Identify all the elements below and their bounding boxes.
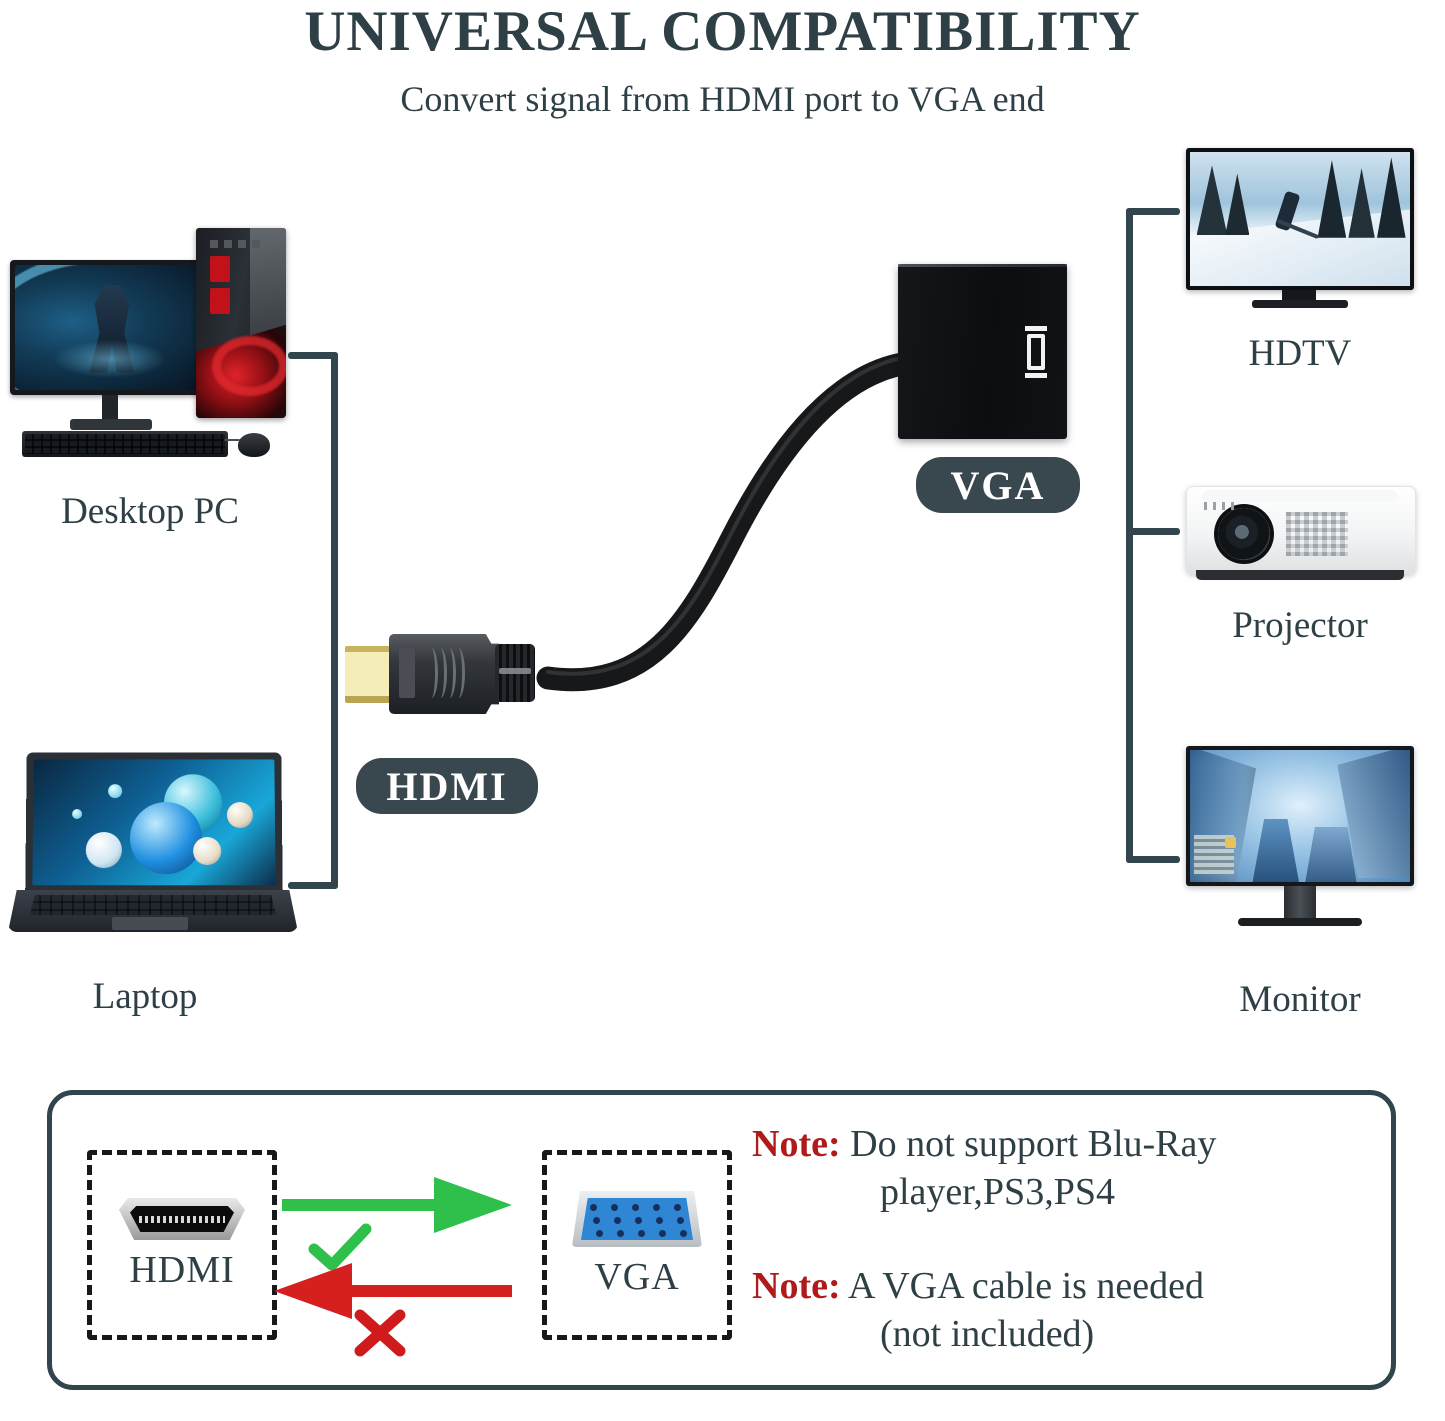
desktop-monitor: [10, 260, 210, 395]
hdmi-plug-ridges: [425, 648, 465, 698]
keyboard-icon: [22, 431, 228, 457]
hdmi-port-box: HDMI: [87, 1150, 277, 1340]
vga-port-box: VGA: [542, 1150, 732, 1340]
vga-pin: [674, 1204, 681, 1211]
hdmi-plug-strain-relief: [495, 644, 535, 702]
projector-icon: [1186, 478, 1416, 590]
note-1-text-1: Do not support Blu-Ray: [850, 1123, 1217, 1165]
note-2-line-1: Note: A VGA cable is needed: [752, 1263, 1204, 1309]
vga-pin: [680, 1230, 687, 1237]
note-1-line-1: Note: Do not support Blu-Ray: [752, 1121, 1216, 1167]
desktop-monitor-screen: [15, 265, 205, 390]
bubble-decor: [71, 809, 82, 820]
vga-pin: [632, 1204, 639, 1211]
desktop-pc-label: Desktop PC: [61, 491, 239, 532]
building-decor: [1251, 818, 1300, 882]
note-2-text-1: A VGA cable is needed: [848, 1265, 1205, 1307]
bubble-decor: [85, 832, 123, 869]
tower-red-accent-top: [210, 256, 230, 282]
vga-pin: [611, 1204, 618, 1211]
desktop-tower-case: [196, 228, 286, 418]
bubble-decor: [129, 801, 203, 874]
vga-female-port-icon: [572, 1191, 702, 1247]
projector-vents: [1286, 512, 1348, 556]
laptop-lid: [25, 752, 283, 893]
vga-badge: VGA: [916, 457, 1080, 513]
page-subtitle: Convert signal from HDMI port to VGA end: [400, 79, 1045, 119]
tower-red-accent-bottom: [210, 288, 230, 314]
vga-pin: [656, 1217, 663, 1224]
desktop-monitor-base: [70, 419, 152, 430]
hdmi-cable: [536, 352, 914, 692]
screen-glow-decor: [53, 340, 167, 378]
hdmi-plug-inset: [399, 648, 415, 698]
projector-label: Projector: [1232, 605, 1368, 646]
hdmi-port-caption: HDMI: [129, 1249, 235, 1291]
laptop-screen: [32, 759, 276, 886]
hdmi-plug-contacts: [345, 646, 395, 703]
laptop-label: Laptop: [92, 976, 198, 1017]
laptop-trackpad: [112, 917, 188, 930]
monitor-icon: [1186, 746, 1414, 936]
vga-pin: [617, 1230, 624, 1237]
note-1-line-2: player,PS3,PS4: [880, 1171, 1115, 1213]
tower-ring-decor: [212, 336, 286, 396]
hdmi-badge: HDMI: [356, 758, 538, 814]
vga-pin: [638, 1230, 645, 1237]
tower-front-vents: [210, 240, 265, 248]
building-decor: [1304, 826, 1358, 882]
cross-mark-icon: [354, 1309, 406, 1357]
vga-pin: [596, 1230, 603, 1237]
adapter-top-highlight: [898, 264, 1067, 267]
mouse-icon: [224, 433, 270, 457]
monitor-label: Monitor: [1239, 979, 1361, 1020]
laptop-icon: [8, 752, 298, 937]
vga-pin: [653, 1204, 660, 1211]
hdmi-plug-icon: [345, 620, 555, 725]
vga-pin: [614, 1217, 621, 1224]
vga-pin: [659, 1230, 666, 1237]
hdtv-label: HDTV: [1248, 333, 1352, 374]
bubble-decor: [192, 837, 221, 866]
note-panel: HDMI VGA Note: Do not support Blu-Ray pl…: [47, 1090, 1396, 1390]
bubble-decor: [108, 784, 123, 799]
hdmi-to-vga-adapter: [898, 264, 1067, 439]
laptop-keyboard: [30, 895, 276, 915]
bubble-decor: [226, 801, 253, 828]
vga-port-icon: [1025, 326, 1047, 378]
hdmi-plug-body: [389, 634, 499, 714]
desktop-monitor-neck: [102, 395, 118, 421]
hdmi-female-port-icon: [119, 1198, 245, 1240]
desktop-computer-icon: [10, 228, 295, 473]
vga-port-caption: VGA: [594, 1256, 680, 1298]
vga-pin: [590, 1204, 597, 1211]
vga-pin: [677, 1217, 684, 1224]
note-1-key: Note:: [752, 1123, 841, 1165]
television-icon: [1186, 148, 1414, 318]
vga-pin: [635, 1217, 642, 1224]
projector-lens: [1218, 508, 1270, 560]
page-title: UNIVERSAL COMPATIBILITY: [304, 0, 1141, 63]
vga-pin: [593, 1217, 600, 1224]
note-2-line-2: (not included): [880, 1313, 1095, 1355]
note-2-key: Note:: [752, 1265, 841, 1307]
